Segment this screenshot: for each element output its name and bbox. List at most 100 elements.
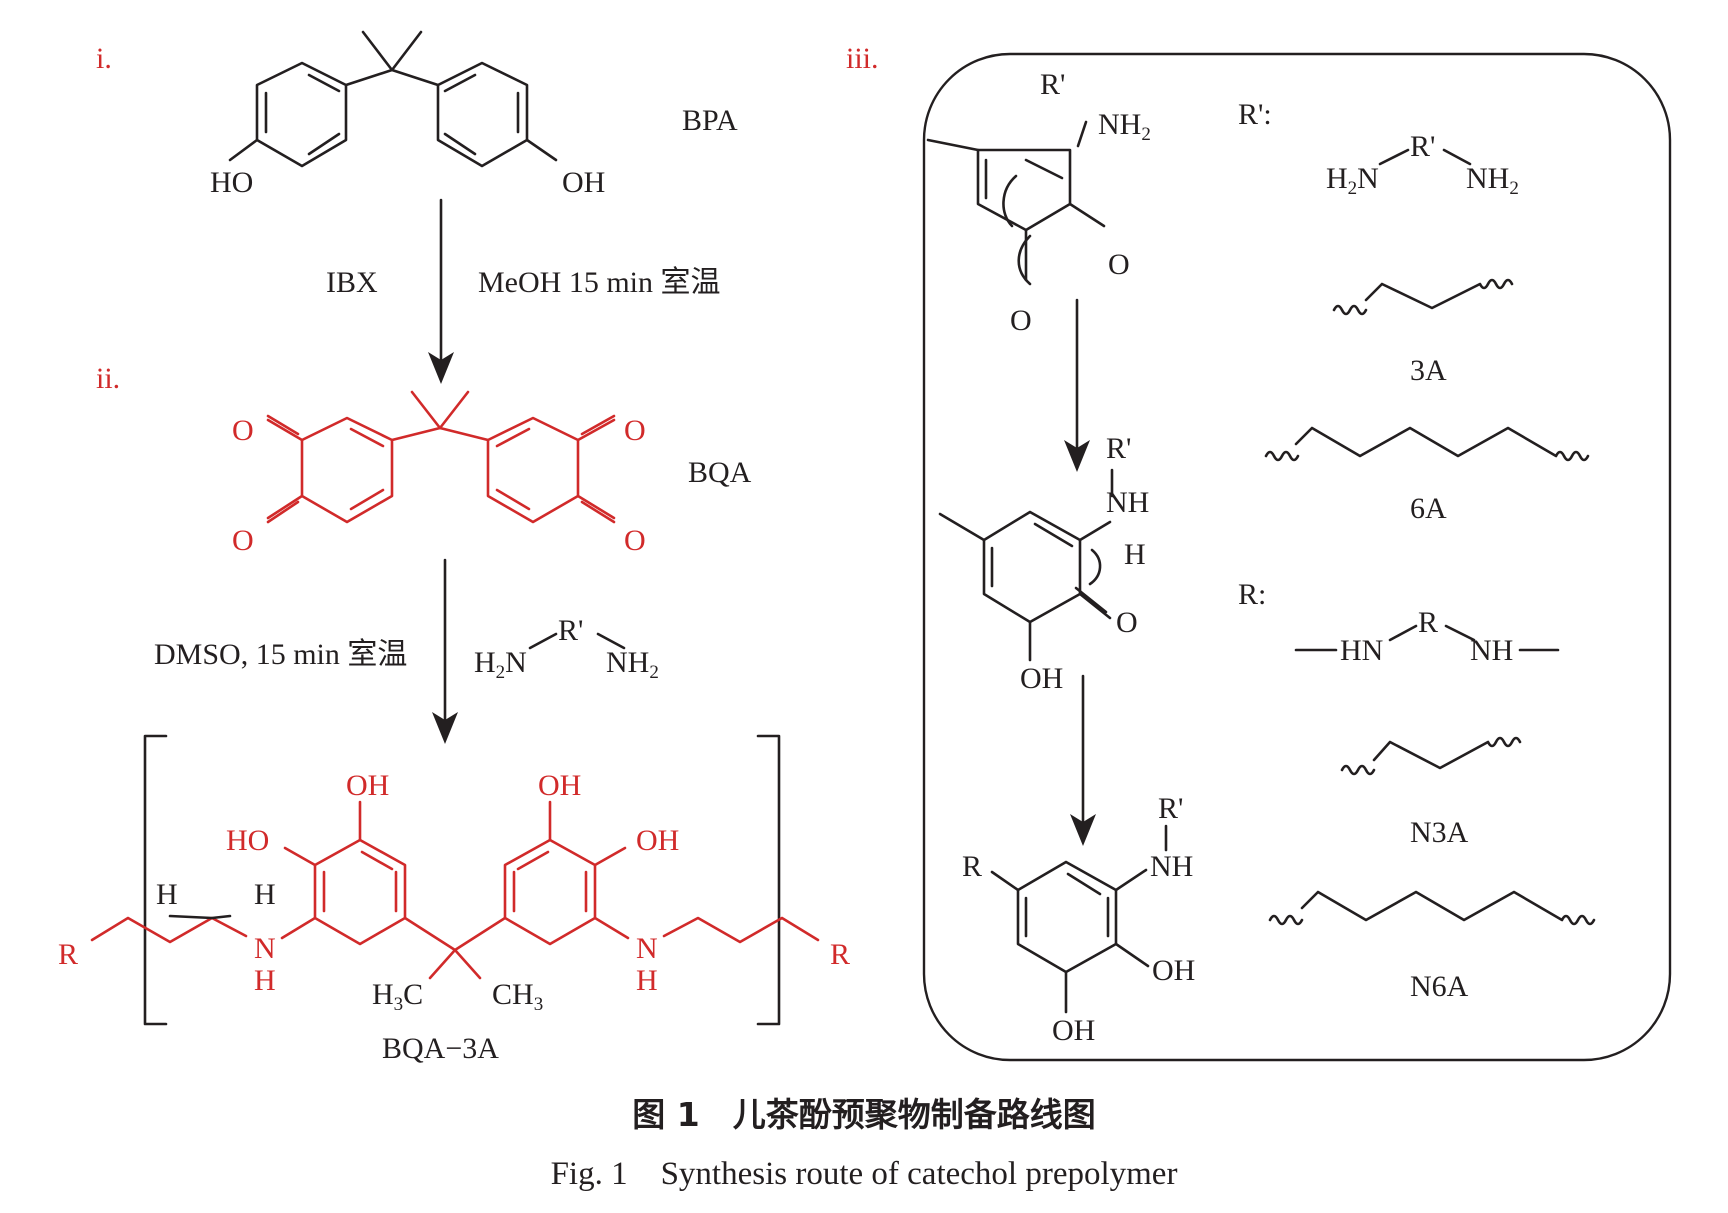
mech-intermediate [938, 468, 1114, 662]
r-linker-center: R [1418, 606, 1438, 639]
panel-i: i. HO OH BPA [96, 30, 738, 199]
chain-3a [1332, 278, 1514, 316]
diamine-h: H [474, 646, 496, 679]
label-n6a: N6A [1410, 970, 1469, 1003]
mechanism-frame [922, 52, 1672, 1062]
svg-text:NH2: NH2 [1466, 162, 1519, 199]
mech-o-2: O [1010, 304, 1032, 337]
svg-text:CH3: CH3 [492, 978, 543, 1015]
methyl-h: H [372, 978, 394, 1011]
reagent-ibx: IBX [326, 266, 378, 299]
diamine-n: N [505, 646, 527, 679]
diamine-r-prime: R' [558, 614, 583, 647]
svg-text:H2N: H2N [474, 646, 527, 683]
mech-nh-2: NH [1150, 850, 1193, 883]
mech-o-3: O [1116, 606, 1138, 639]
label-6a: 6A [1410, 492, 1447, 525]
panel-ii: ii. O O O O BQA [96, 362, 752, 557]
mech-o-1: O [1108, 248, 1130, 281]
product-r-left: R [58, 938, 78, 971]
panel-i-marker: i. [96, 42, 112, 75]
product-h-right: H [636, 964, 658, 997]
product-n-left: N [254, 932, 276, 965]
r-prime-diamine-nh: NH [1466, 162, 1509, 195]
r-prime-legend-label: R': [1238, 98, 1272, 131]
r-prime-diamine-h: H [1326, 162, 1348, 195]
product-ho: HO [226, 824, 269, 857]
methyl-ch-sub: 3 [534, 994, 544, 1015]
mech-oh-1: OH [1020, 662, 1063, 695]
bqa-oxygen-4: O [624, 524, 646, 557]
svg-text:H2N: H2N [1326, 162, 1379, 199]
methyl-h-sub: 3 [394, 994, 404, 1015]
r-linker: HN R NH [1294, 606, 1560, 667]
bpa-oh-left: HO [210, 166, 253, 199]
r-prime-diamine-n: N [1357, 162, 1379, 195]
label-3a: 3A [1410, 354, 1447, 387]
figure-caption-chinese: 图 1 儿茶酚预聚物制备路线图 [632, 1095, 1096, 1134]
product-oh-3: OH [636, 824, 679, 857]
chain-n6a [1268, 890, 1596, 926]
diamine-nh: NH [606, 646, 649, 679]
r-linker-nh: NH [1470, 634, 1513, 667]
mech-arrow-2 [1070, 674, 1096, 846]
mech-nh2-sub: 2 [1141, 124, 1151, 145]
diamine-h-sub: 2 [496, 662, 506, 683]
methyl-ch: CH [492, 978, 534, 1011]
product-n-right: N [636, 932, 658, 965]
diamine-reagent: H2N R' NH2 [474, 614, 659, 683]
r-prime-diamine-center: R' [1410, 130, 1435, 163]
product-h-left: H [254, 964, 276, 997]
svg-text:H3C: H3C [372, 978, 423, 1015]
svg-text:NH2: NH2 [1098, 108, 1151, 145]
mech-nh2: NH [1098, 108, 1141, 141]
mech-r: R [962, 850, 982, 883]
mech-quinone [926, 120, 1106, 286]
figure-caption-english: Fig. 1 Synthesis route of catechol prepo… [550, 1156, 1178, 1192]
label-n3a: N3A [1410, 816, 1469, 849]
bqa-oxygen-1: O [232, 414, 254, 447]
mech-r-prime-2: R' [1106, 432, 1131, 465]
chain-n3a [1340, 736, 1522, 776]
panel-iii: iii. R' NH2 O O R' NH H [846, 42, 1672, 1062]
reaction-arrow-1 [428, 198, 454, 384]
mech-r-prime-3: R' [1158, 792, 1183, 825]
bracket-left [143, 734, 168, 1026]
diamine-nh-sub: 2 [649, 662, 659, 683]
bqa-structure [266, 390, 616, 524]
mech-r-prime-1: R' [1040, 68, 1065, 101]
product-r-right: R [830, 938, 850, 971]
product-h-1: H [156, 878, 178, 911]
reagent-meoh: MeOH 15 min 室温 [478, 266, 721, 299]
synthesis-scheme: i. HO OH BPA IBX MeOH 15 min 室温 ii. [58, 30, 1672, 1065]
bqa-oxygen-2: O [232, 524, 254, 557]
panel-iii-marker: iii. [846, 42, 879, 75]
r-linker-hn: HN [1340, 634, 1383, 667]
r-prime-diamine-h-sub: 2 [1348, 178, 1358, 199]
mech-h: H [1124, 538, 1146, 571]
mech-catechol [990, 824, 1168, 1014]
bpa-structure [228, 30, 558, 168]
bracket-right [756, 734, 781, 1026]
reaction-arrow-2 [432, 558, 458, 744]
product-bqa-3a: OH HO OH OH H H N H N H R R H3C CH3 BQA−… [58, 734, 850, 1065]
bpa-label: BPA [682, 104, 738, 137]
mech-arrow-1 [1064, 298, 1090, 472]
mech-oh-2: OH [1152, 954, 1195, 987]
product-oh-1: OH [346, 769, 389, 802]
methyl-c: C [403, 978, 423, 1011]
chain-6a [1264, 426, 1590, 462]
conditions-dmso: DMSO, 15 min 室温 [154, 638, 407, 671]
product-name: BQA−3A [382, 1032, 499, 1065]
mech-nh: NH [1106, 486, 1149, 519]
bqa-oxygen-3: O [624, 414, 646, 447]
r-legend-label: R: [1238, 578, 1266, 611]
product-oh-2: OH [538, 769, 581, 802]
bpa-oh-right: OH [562, 166, 605, 199]
panel-ii-marker: ii. [96, 362, 120, 395]
product-h-2: H [254, 878, 276, 911]
product-structure [90, 800, 820, 980]
bqa-label: BQA [688, 456, 752, 489]
mech-oh-3: OH [1052, 1014, 1095, 1047]
svg-text:NH2: NH2 [606, 646, 659, 683]
